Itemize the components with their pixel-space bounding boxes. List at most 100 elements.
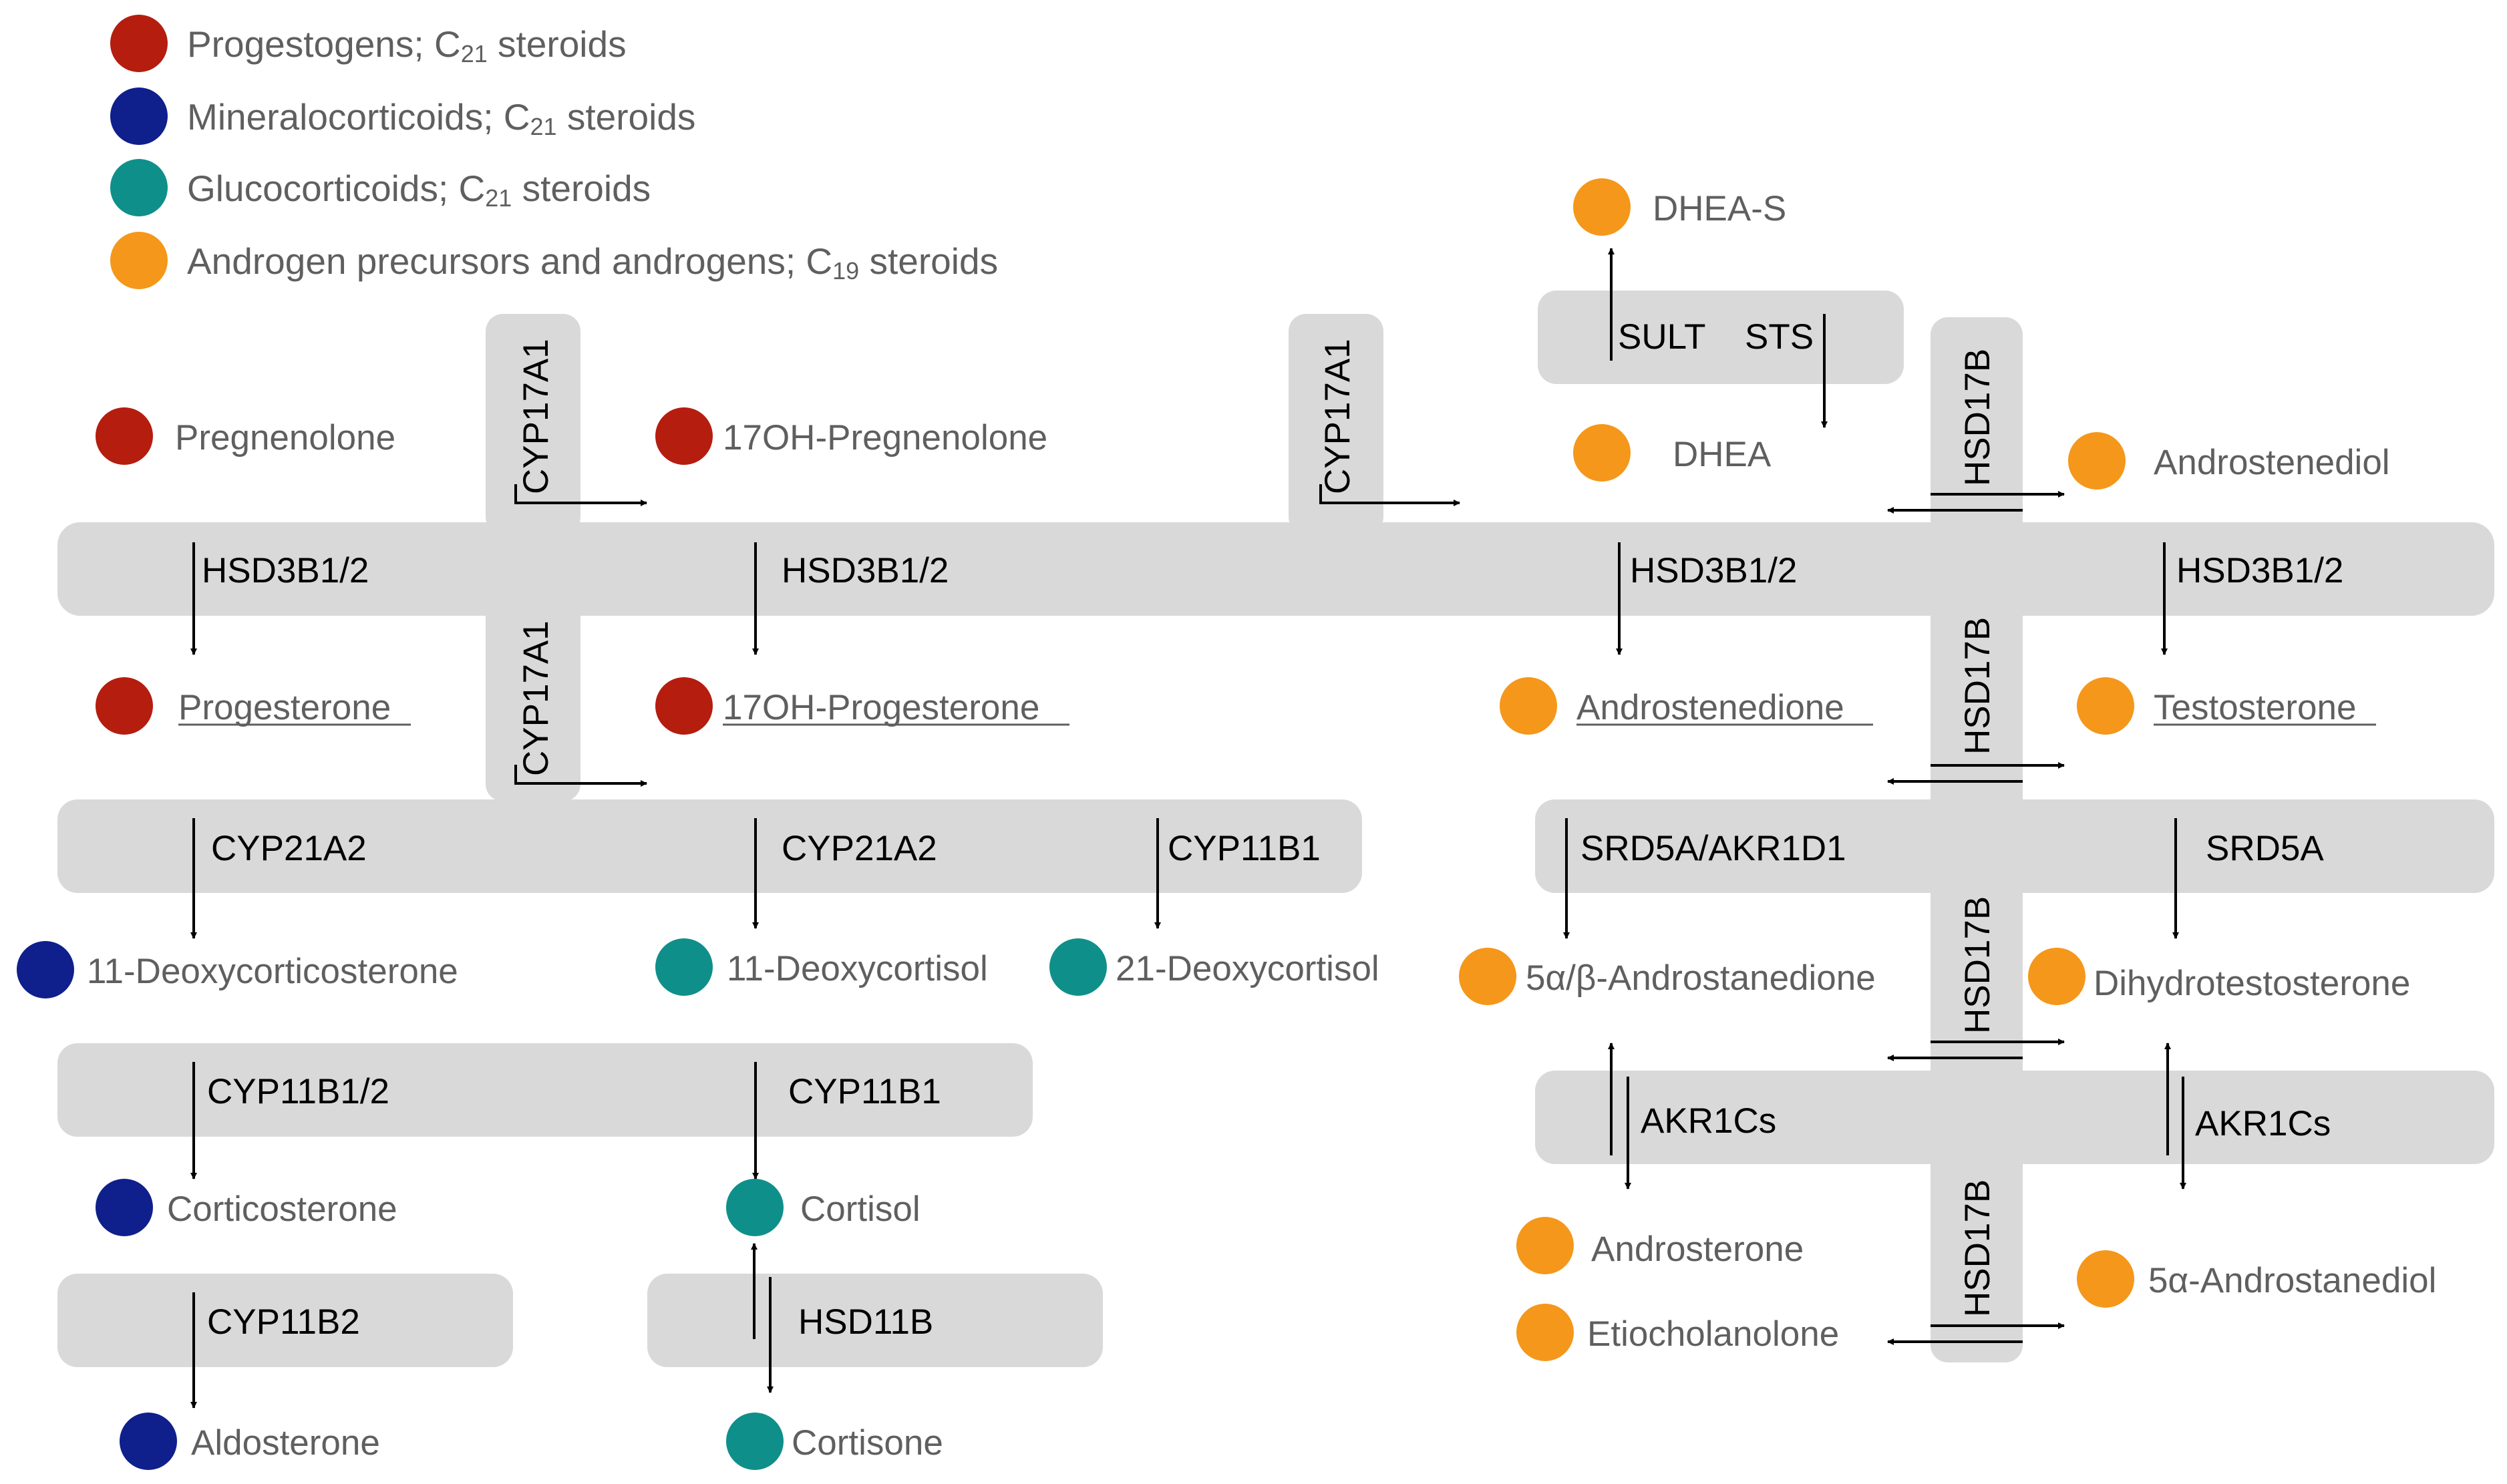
- legend-label: Androgen precursors and androgens; C: [187, 240, 832, 282]
- svg-text:Glucocorticoids; C21 steroids: Glucocorticoids; C21 steroids: [187, 168, 651, 212]
- progestogen-dot: [96, 407, 153, 465]
- legend-subscript: 21: [461, 40, 488, 67]
- band-cyp17a1-top-left: [486, 314, 580, 534]
- androgen-dot: [2077, 677, 2134, 735]
- legend-item-mineralocorticoids: Mineralocorticoids; C21 steroids: [110, 87, 695, 145]
- steroid-label: 11-Deoxycortisol: [727, 949, 988, 988]
- progestogen-dot: [655, 677, 713, 735]
- band-sult-sts: [1538, 291, 1904, 384]
- androgen-dot: [2068, 432, 2126, 490]
- steroid-label: 5α-Androstanediol: [2148, 1261, 2436, 1300]
- enzyme-hsd17b-3: HSD17B: [1958, 896, 1997, 1034]
- enzyme-akr1cs-right: AKR1Cs: [2195, 1104, 2331, 1143]
- steroid-label: Androsterone: [1591, 1230, 1804, 1269]
- steroid-label: DHEA: [1673, 435, 1772, 474]
- androgen-dot: [1573, 424, 1631, 482]
- node-dhea-s: DHEA-S: [1573, 178, 1786, 236]
- node-aldosterone: Aldosterone: [120, 1413, 380, 1470]
- enzyme-akr1cs-left: AKR1Cs: [1641, 1101, 1776, 1141]
- node-dihydrotestosterone: Dihydrotestosterone: [2028, 948, 2410, 1005]
- enzyme-sts: STS: [1745, 317, 1814, 357]
- band-cyp11b2: [57, 1274, 513, 1367]
- enzyme-hsd17b-1: HSD17B: [1958, 349, 1997, 486]
- progestogen-dot: [655, 407, 713, 465]
- mineralocorticoid-dot: [120, 1413, 177, 1470]
- node-etiocholanolone: Etiocholanolone: [1516, 1304, 1839, 1361]
- node-testosterone: Testosterone: [2077, 677, 2376, 735]
- legend-label: Glucocorticoids; C: [187, 168, 485, 209]
- legend-label: Progestogens; C: [187, 23, 461, 65]
- steroid-label: Pregnenolone: [175, 418, 395, 457]
- mineralocorticoid-dot: [17, 941, 74, 998]
- mineralocorticoid-dot: [96, 1179, 153, 1236]
- enzyme-hsd17b-2: HSD17B: [1958, 617, 1997, 755]
- steroid-label: Cortisone: [792, 1423, 943, 1463]
- reaction-arrows: [190, 248, 2186, 1409]
- enzyme-bands: [57, 291, 2494, 1367]
- progestogen-dot: [110, 15, 168, 72]
- legend-suffix: steroids: [557, 96, 696, 138]
- legend-suffix: steroids: [488, 23, 627, 65]
- steroid-label: DHEA-S: [1653, 189, 1786, 228]
- enzyme-cyp21a2-1: CYP21A2: [211, 829, 367, 868]
- glucocorticoid-dot: [1049, 938, 1107, 996]
- androgen-dot: [2028, 948, 2085, 1005]
- legend-label: Mineralocorticoids; C: [187, 96, 530, 138]
- androgen-dot: [1500, 677, 1557, 735]
- node-androsterone: Androsterone: [1516, 1217, 1804, 1274]
- node-cortisol: Cortisol: [726, 1179, 921, 1236]
- enzyme-cyp11b1-2: CYP11B1/2: [207, 1072, 389, 1111]
- legend-item-glucocorticoids: Glucocorticoids; C21 steroids: [110, 159, 651, 216]
- androgen-dot: [1516, 1217, 1574, 1274]
- glucocorticoid-dot: [655, 938, 713, 996]
- legend-subscript: 21: [485, 184, 512, 212]
- band-hsd11b: [647, 1274, 1103, 1367]
- band-cyp21a2-left: [57, 799, 1362, 893]
- progestogen-dot: [96, 677, 153, 735]
- arrow-cyp17a1-progesterone: [514, 765, 647, 787]
- node-11-deoxycorticosterone: 11-Deoxycorticosterone: [17, 941, 458, 998]
- androgen-dot: [110, 232, 168, 289]
- enzyme-cyp21a2-2: CYP21A2: [782, 829, 937, 868]
- androgen-dot: [2077, 1250, 2134, 1308]
- enzyme-hsd3b-3: HSD3B1/2: [1630, 551, 1797, 590]
- glucocorticoid-dot: [110, 159, 168, 216]
- enzyme-cyp11b1-right: CYP11B1: [1168, 829, 1321, 868]
- steroid-label: 11-Deoxycorticosterone: [87, 952, 458, 991]
- enzyme-cyp17a1-lower-left: CYP17A1: [516, 620, 556, 776]
- steroid-label: Corticosterone: [167, 1189, 397, 1229]
- enzyme-hsd3b-1: HSD3B1/2: [202, 551, 369, 590]
- legend-item-androgens: Androgen precursors and androgens; C19 s…: [110, 232, 998, 289]
- enzyme-hsd3b-4: HSD3B1/2: [2176, 551, 2343, 590]
- svg-text:Androgen precursors and androg: Androgen precursors and androgens; C19 s…: [187, 240, 998, 285]
- steroid-label: Aldosterone: [191, 1423, 380, 1463]
- glucocorticoid-dot: [726, 1413, 784, 1470]
- enzyme-cyp11b1-mid: CYP11B1: [788, 1072, 941, 1111]
- enzyme-srd5a-akr1d1: SRD5A/AKR1D1: [1580, 829, 1846, 868]
- enzyme-hsd11b: HSD11B: [798, 1302, 933, 1342]
- androgen-dot: [1573, 178, 1631, 236]
- enzyme-hsd17b-4: HSD17B: [1958, 1179, 1997, 1317]
- legend-subscript: 19: [832, 257, 859, 285]
- node-progesterone: Progesterone: [96, 677, 411, 735]
- enzyme-srd5a: SRD5A: [2206, 829, 2324, 868]
- steroid-label: Cortisol: [800, 1189, 921, 1229]
- legend-subscript: 21: [530, 113, 557, 140]
- steroid-label: 17OH-Pregnenolone: [723, 418, 1047, 457]
- steroid-label: 21-Deoxycortisol: [1116, 949, 1379, 988]
- node-11-deoxycortisol: 11-Deoxycortisol: [655, 938, 988, 996]
- svg-text:Mineralocorticoids; C21 steroi: Mineralocorticoids; C21 steroids: [187, 96, 695, 140]
- enzyme-cyp17a1-top-mid: CYP17A1: [1318, 339, 1357, 494]
- arrow-cyp17a1-17oh-pregnenolone: [1319, 484, 1460, 506]
- mineralocorticoid-dot: [110, 87, 168, 145]
- band-srd5a-right: [1535, 799, 2494, 893]
- node-5a-androstanediol: 5α-Androstanediol: [2077, 1250, 2436, 1308]
- svg-text:Progestogens; C21 steroids: Progestogens; C21 steroids: [187, 23, 627, 67]
- steroid-label: Testosterone: [2154, 688, 2356, 727]
- legend-suffix: steroids: [859, 240, 998, 282]
- enzyme-cyp17a1-top-left: CYP17A1: [516, 339, 556, 494]
- node-androstenedione: Androstenedione: [1500, 677, 1873, 735]
- androgen-dot: [1459, 948, 1516, 1005]
- steroid-label: Dihydrotestosterone: [2094, 964, 2410, 1003]
- steroid-label: Androstenedione: [1576, 688, 1844, 727]
